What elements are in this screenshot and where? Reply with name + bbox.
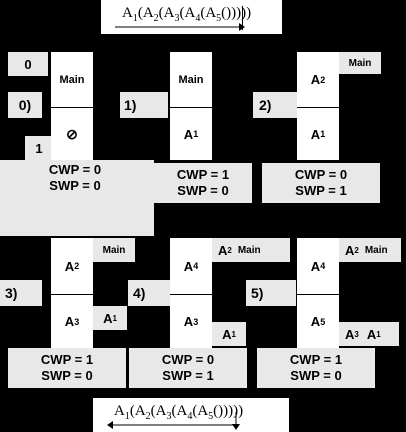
one-label: 1 <box>25 136 53 160</box>
down-arrow-icon <box>232 412 240 430</box>
step-label-3: 3) <box>0 280 42 306</box>
registers-0-panel <box>0 160 154 236</box>
left-arrow-icon <box>107 421 239 429</box>
stack-3-side-main: Main <box>93 238 135 262</box>
step-label-2: 2) <box>253 92 297 118</box>
top-expression: A1(A2(A3(A4(A5())))) <box>101 0 282 34</box>
stack-2-side-main: Main <box>339 52 381 74</box>
stack-0: Main ⊘ <box>51 52 93 160</box>
step-label-5: 5) <box>246 280 296 306</box>
cursor-mark <box>242 6 243 30</box>
stack-1-top: Main <box>178 73 204 86</box>
bottom-expression: A1(A2(A3(A4(A5())))) <box>93 398 289 432</box>
right-arrow-icon <box>115 23 245 31</box>
step-label-0: 0) <box>8 92 42 118</box>
empty-set-icon: ⊘ <box>66 125 78 142</box>
stack-0-top: Main <box>59 73 85 86</box>
step-label-4: 4) <box>128 280 170 306</box>
step-label-1: 1) <box>120 92 168 118</box>
initial-label: 0 <box>8 52 48 76</box>
